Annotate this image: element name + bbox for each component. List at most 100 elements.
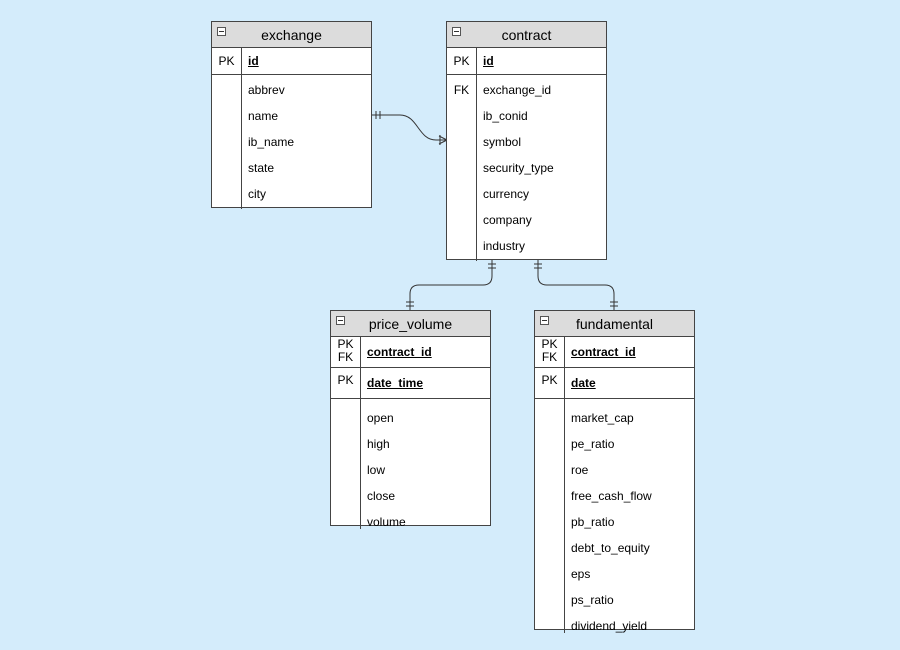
field-abbrev: abbrev	[248, 83, 285, 97]
field-high: high	[367, 437, 390, 451]
pk-row[interactable]: PK id	[447, 48, 606, 74]
field-row[interactable]: debt_to_equity	[535, 535, 694, 561]
fields-section: market_cap pe_ratio roe free_cash_flow p…	[535, 399, 694, 633]
primary-key-section: PK date	[535, 368, 694, 399]
field-free-cash-flow: free_cash_flow	[571, 489, 652, 503]
relationship-contract-fundamental	[537, 260, 615, 310]
entity-header[interactable]: price_volume	[331, 311, 490, 337]
field-row[interactable]: ib_conid	[447, 103, 606, 129]
field-date: date	[571, 376, 596, 390]
field-market-cap: market_cap	[571, 411, 634, 425]
fields-section: open high low close volume	[331, 399, 490, 529]
field-id: id	[483, 54, 494, 68]
collapse-icon[interactable]	[540, 316, 549, 325]
field-row[interactable]: market_cap	[535, 405, 694, 431]
fields-section: FK exchange_id ib_conid symbol security_…	[447, 75, 606, 261]
field-row[interactable]: high	[331, 431, 490, 457]
field-row[interactable]: city	[212, 181, 371, 207]
entity-title: price_volume	[368, 316, 453, 332]
field-row[interactable]: free_cash_flow	[535, 483, 694, 509]
field-volume: volume	[367, 515, 406, 529]
field-row[interactable]: close	[331, 483, 490, 509]
field-row[interactable]: open	[331, 405, 490, 431]
field-contract-id: contract_id	[367, 345, 432, 359]
field-currency: currency	[483, 187, 530, 201]
fk-row[interactable]: FK exchange_id	[447, 77, 606, 103]
field-row[interactable]: pe_ratio	[535, 431, 694, 457]
field-row[interactable]: state	[212, 155, 371, 181]
field-row[interactable]: roe	[535, 457, 694, 483]
pk-label: PK	[453, 54, 470, 68]
field-row[interactable]: ib_name	[212, 129, 371, 155]
field-debt-to-equity: debt_to_equity	[571, 541, 650, 555]
relationship-contract-price-volume	[409, 260, 493, 310]
field-security-type: security_type	[483, 161, 554, 175]
field-company: company	[483, 213, 532, 227]
pk-row[interactable]: PK date_time	[331, 368, 490, 398]
field-row[interactable]: ps_ratio	[535, 587, 694, 613]
field-row[interactable]: eps	[535, 561, 694, 587]
entity-title: exchange	[261, 27, 322, 43]
pk-label: PK	[218, 54, 235, 68]
relationship-exchange-contract	[372, 114, 447, 141]
entity-contract[interactable]: contract PK id FK exchange_id ib_conid s…	[446, 21, 607, 261]
field-open: open	[367, 411, 394, 425]
field-roe: roe	[571, 463, 589, 477]
field-row[interactable]: currency	[447, 181, 606, 207]
pk-label: PK	[337, 373, 354, 387]
field-row[interactable]: pb_ratio	[535, 509, 694, 535]
pk-row[interactable]: PK id	[212, 48, 371, 74]
field-eps: eps	[571, 567, 591, 581]
primary-key-section: PK id	[212, 48, 371, 75]
primary-key-section: PK id	[447, 48, 606, 75]
field-row[interactable]: security_type	[447, 155, 606, 181]
entity-header[interactable]: contract	[447, 22, 606, 48]
fk-label: FK	[453, 83, 470, 97]
collapse-icon[interactable]	[452, 27, 461, 36]
entity-title: contract	[501, 27, 552, 43]
field-row[interactable]: volume	[331, 509, 490, 535]
collapse-icon[interactable]	[336, 316, 345, 325]
field-pe-ratio: pe_ratio	[571, 437, 615, 451]
field-dividend-yield: dividend_yield	[571, 619, 648, 633]
field-low: low	[367, 463, 386, 477]
fields-section: abbrev name ib_name state city	[212, 75, 371, 209]
entity-title: fundamental	[575, 316, 654, 332]
field-id: id	[248, 54, 259, 68]
field-row[interactable]: company	[447, 207, 606, 233]
field-close: close	[367, 489, 396, 503]
field-date-time: date_time	[367, 376, 424, 390]
entity-header[interactable]: exchange	[212, 22, 371, 48]
field-row[interactable]: dividend_yield	[535, 613, 694, 639]
field-industry: industry	[483, 239, 526, 253]
collapse-icon[interactable]	[217, 27, 226, 36]
field-row[interactable]: industry	[447, 233, 606, 259]
field-row[interactable]: abbrev	[212, 77, 371, 103]
field-symbol: symbol	[483, 135, 522, 149]
entity-exchange[interactable]: exchange PK id abbrev name ib_name state…	[211, 21, 372, 209]
field-row[interactable]: low	[331, 457, 490, 483]
field-contract-id: contract_id	[571, 345, 636, 359]
pk-label: PK	[541, 373, 558, 387]
field-row[interactable]: name	[212, 103, 371, 129]
pk-row[interactable]: PK date	[535, 368, 694, 398]
field-ib-name: ib_name	[248, 135, 295, 149]
field-row[interactable]: symbol	[447, 129, 606, 155]
field-pb-ratio: pb_ratio	[571, 515, 615, 529]
field-exchange-id: exchange_id	[483, 83, 552, 97]
entity-header[interactable]: fundamental	[535, 311, 694, 337]
field-ib-conid: ib_conid	[483, 109, 528, 123]
field-name: name	[248, 109, 279, 123]
field-ps-ratio: ps_ratio	[571, 593, 614, 607]
field-city: city	[248, 187, 266, 201]
field-state: state	[248, 161, 275, 175]
